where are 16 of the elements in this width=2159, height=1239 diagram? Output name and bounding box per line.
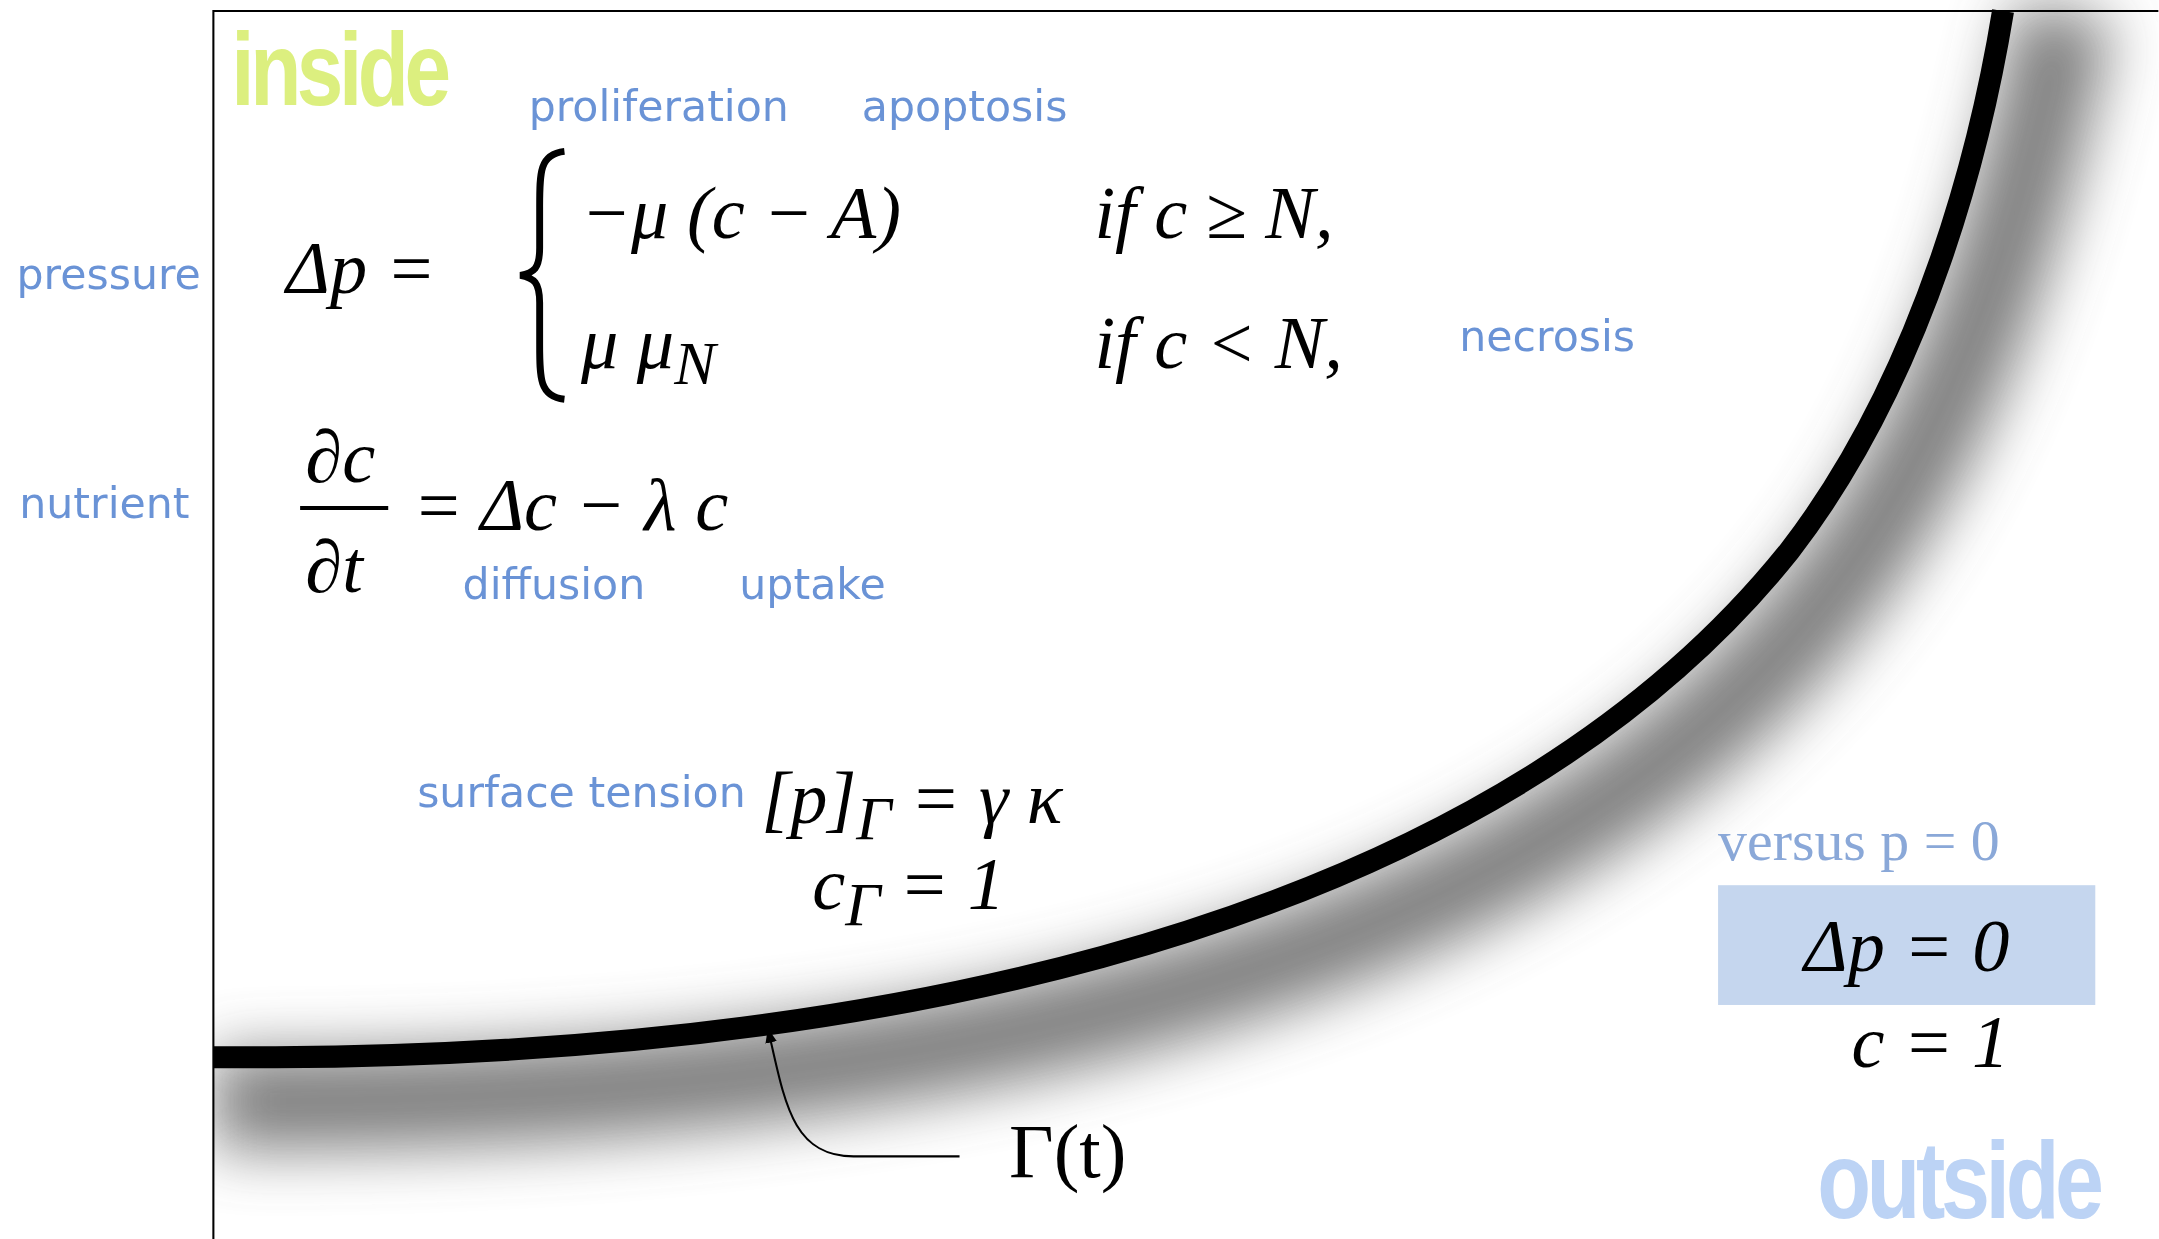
annotation: necrosis xyxy=(1459,315,1636,358)
annotation: apoptosis xyxy=(861,85,1068,129)
equation: = Δc − λ c xyxy=(413,468,729,543)
equation: c = 1 xyxy=(1851,1004,2010,1080)
annotation: proliferation xyxy=(528,85,789,129)
annotation: pressure xyxy=(16,253,201,296)
inside-heading: inside xyxy=(231,16,447,122)
equation: ∂t xyxy=(305,530,363,605)
equation: ∂c xyxy=(305,419,376,495)
annotation: nutrient xyxy=(19,481,190,525)
annotation: versus p = 0 xyxy=(1718,812,2000,871)
annotation: diffusion xyxy=(462,563,646,606)
outside-heading: outside xyxy=(1817,1126,2100,1237)
highlight-box xyxy=(1718,885,2096,1005)
annotation: uptake xyxy=(739,563,886,606)
annotation: surface tension xyxy=(417,770,746,814)
